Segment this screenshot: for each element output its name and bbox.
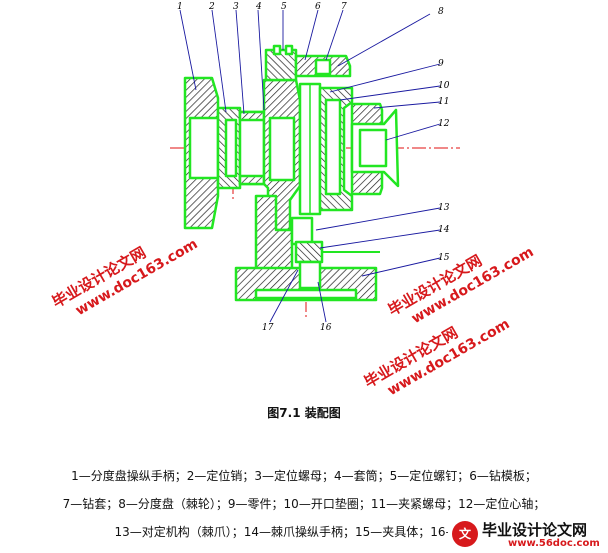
watermark-left: 毕业设计论文网 www.doc163.com: [49, 236, 201, 319]
part-label-16: 16: [320, 323, 332, 333]
parts-legend: 1—分度盘操纵手柄；2—定位销；3—定位螺母；4—套筒；5—定位螺钉；6—钻模板…: [0, 462, 608, 546]
part-label-3: 3: [233, 2, 239, 12]
brand-url: www.56doc.com: [508, 538, 600, 549]
assembly-body: [183, 44, 400, 302]
part-label-11: 11: [438, 97, 449, 107]
part-label-1: 1: [177, 2, 183, 12]
part-labels: 1 2 3 4 5 6 7 8 9 10 11 12 13 14 15 16 1…: [177, 2, 450, 333]
part-label-14: 14: [438, 225, 450, 235]
part-label-9: 9: [438, 59, 444, 69]
part-label-10: 10: [438, 81, 450, 91]
part-label-15: 15: [438, 253, 450, 263]
part-label-5: 5: [281, 2, 287, 12]
figure-caption: 图7.1 装配图: [267, 406, 341, 420]
brand-logo-icon: 文: [452, 521, 478, 547]
brand-badge: 文 毕业设计论文网 www.56doc.com: [448, 517, 608, 553]
part-label-6: 6: [315, 2, 321, 12]
legend-line-3: 13—对定机构（棘爪）；14—棘爪操纵手柄；15—夹具体；16—夹紧螺: [114, 525, 494, 539]
part-label-7: 7: [341, 2, 347, 12]
part-label-13: 13: [438, 203, 450, 213]
part-label-12: 12: [438, 119, 450, 129]
part-label-17: 17: [262, 323, 274, 333]
watermark-right-upper: 毕业设计论文网 www.doc163.com: [385, 244, 537, 327]
legend-line-1: 1—分度盘操纵手柄；2—定位销；3—定位螺母；4—套筒；5—定位螺钉；6—钻模板…: [71, 469, 537, 483]
brand-title: 毕业设计论文网: [482, 521, 588, 539]
part-label-8: 8: [438, 7, 444, 17]
part-label-2: 2: [208, 2, 215, 12]
part-label-4: 4: [255, 2, 262, 12]
leader-lines: [179, 9, 441, 323]
legend-line-2: 7—钻套；8—分度盘（棘轮）；9—零件；10—开口垫圈；11—夹紧螺母；12—定…: [62, 497, 546, 511]
